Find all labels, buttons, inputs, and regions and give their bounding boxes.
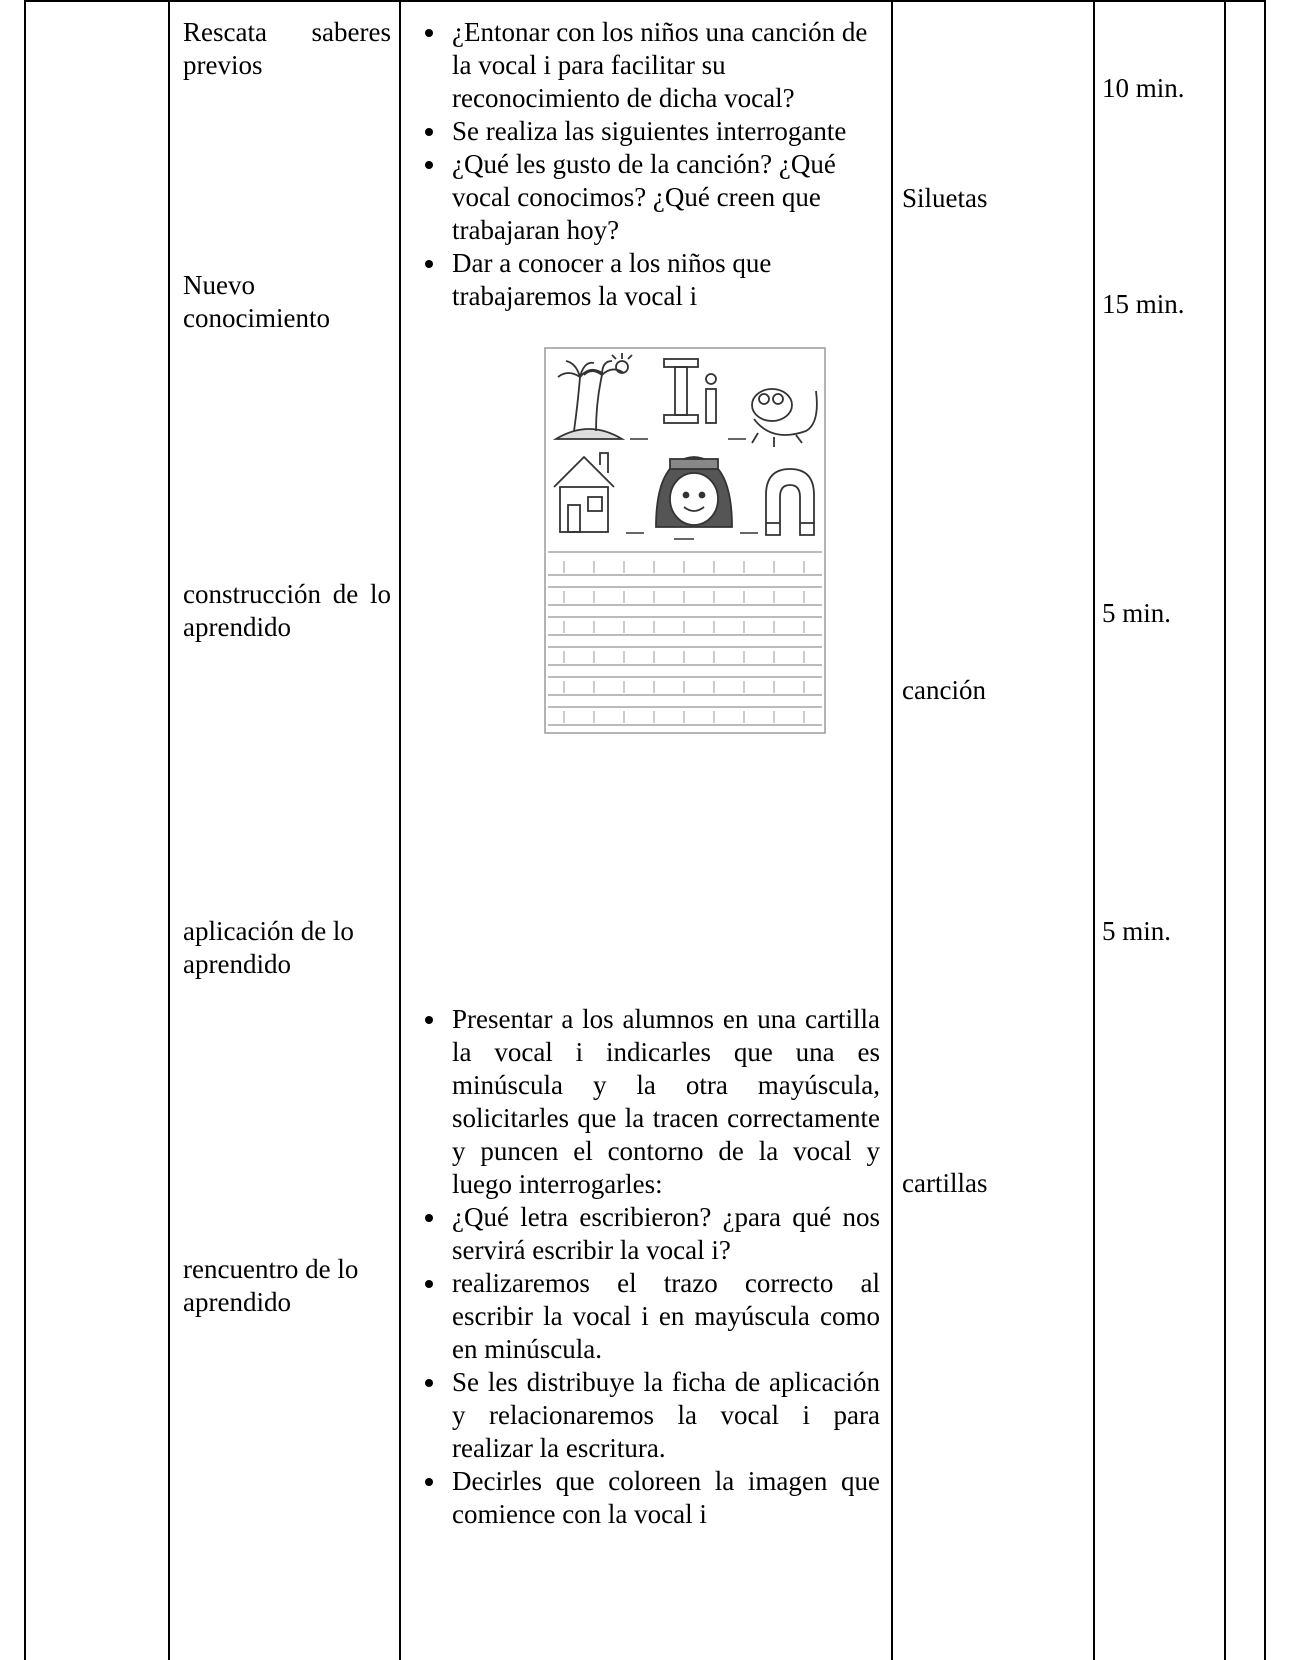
list-item: Presentar a los alumnos en una cartilla … bbox=[410, 1003, 880, 1201]
resource-label: Siluetas bbox=[902, 183, 988, 213]
column-divider-3 bbox=[891, 0, 893, 1660]
magnet-icon bbox=[765, 468, 815, 536]
phase-label: construcción de lo aprendido bbox=[183, 579, 391, 642]
strategy-list-top: ¿Entonar con los niños una canción de la… bbox=[410, 16, 880, 313]
phase-label: rencuentro de lo aprendido bbox=[183, 1254, 359, 1317]
palm-island-icon bbox=[552, 353, 633, 440]
phase-label: Nuevo conocimiento bbox=[183, 270, 330, 333]
strategy-text: Se realiza las siguientes interrogante bbox=[452, 116, 847, 146]
strategy-text: ¿Qué les gusto de la canción? ¿Qué vocal… bbox=[452, 149, 836, 245]
iguana-icon bbox=[751, 388, 818, 447]
column-divider-2 bbox=[399, 0, 401, 1660]
table-border-right bbox=[1264, 0, 1266, 1660]
resource-label: canción bbox=[902, 675, 986, 705]
column-divider-5 bbox=[1224, 0, 1226, 1660]
time-label: 10 min. bbox=[1102, 73, 1185, 103]
vowel-i-worksheet-image bbox=[544, 347, 826, 734]
strategy-text: ¿Qué letra escribieron? ¿para qué nos se… bbox=[452, 1202, 880, 1265]
girl-face-icon bbox=[655, 456, 733, 528]
resource-label: cartillas bbox=[902, 1168, 988, 1198]
strategy-text: Decirles que coloreen la imagen que comi… bbox=[452, 1466, 880, 1529]
column-divider-1 bbox=[168, 0, 170, 1660]
list-item: ¿Qué les gusto de la canción? ¿Qué vocal… bbox=[410, 148, 880, 247]
strategy-text: Se les distribuye la ficha de aplicación… bbox=[452, 1367, 880, 1463]
list-item: Se les distribuye la ficha de aplicación… bbox=[410, 1366, 880, 1465]
list-item: realizaremos el trazo correcto al escrib… bbox=[410, 1267, 880, 1366]
time-label: 15 min. bbox=[1102, 289, 1185, 319]
list-item: ¿Qué letra escribieron? ¿para qué nos se… bbox=[410, 1201, 880, 1267]
list-item: Decirles que coloreen la imagen que comi… bbox=[410, 1465, 880, 1531]
column-divider-4 bbox=[1093, 0, 1095, 1660]
phase-label: aplicación de lo aprendido bbox=[183, 916, 354, 979]
phase-label: Rescata saberes previos bbox=[183, 17, 391, 80]
table-border-left bbox=[24, 0, 26, 1660]
handwriting-practice-lines bbox=[548, 551, 822, 726]
strategy-text: realizaremos el trazo correcto al escrib… bbox=[452, 1268, 880, 1364]
house-icon bbox=[553, 452, 615, 533]
list-item: Se realiza las siguientes interrogante bbox=[410, 115, 880, 148]
table-border-top bbox=[24, 0, 1266, 2]
strategy-text: ¿Entonar con los niños una canción de la… bbox=[452, 17, 868, 113]
list-item: Dar a conocer a los niños que trabajarem… bbox=[410, 247, 880, 313]
time-label: 5 min. bbox=[1102, 916, 1172, 946]
strategy-text: Dar a conocer a los niños que trabajarem… bbox=[452, 248, 772, 311]
list-item: ¿Entonar con los niños una canción de la… bbox=[410, 16, 880, 115]
strategy-list-bottom: Presentar a los alumnos en una cartilla … bbox=[410, 1003, 880, 1531]
strategy-text: Presentar a los alumnos en una cartilla … bbox=[452, 1004, 880, 1199]
time-label: 5 min. bbox=[1102, 598, 1172, 628]
letter-i-outline-icon bbox=[663, 358, 717, 424]
